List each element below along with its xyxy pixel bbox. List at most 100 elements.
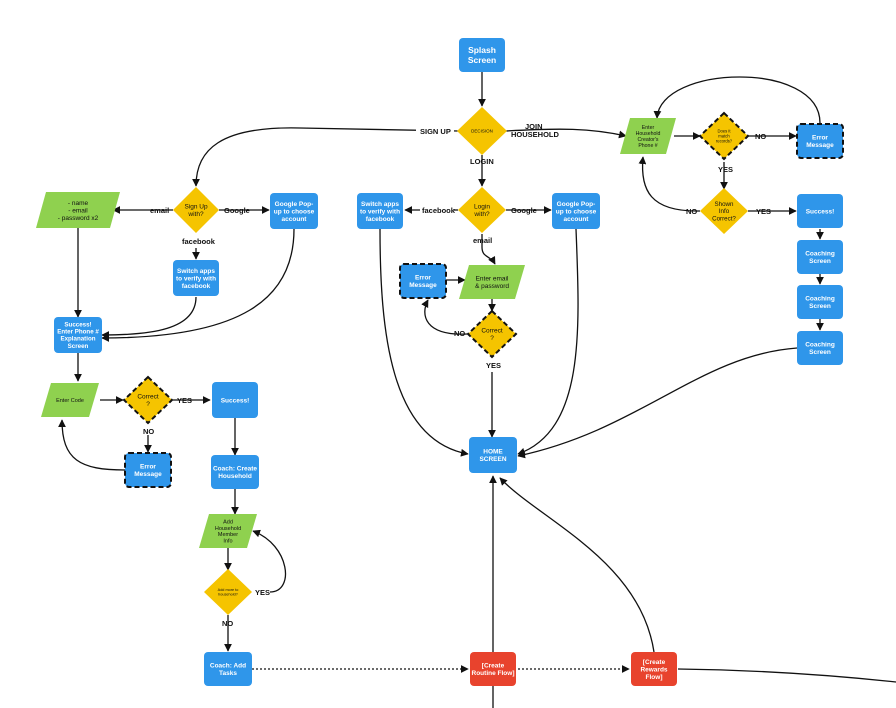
label-google-mid: Google [511, 206, 537, 215]
node-label: Creator's [638, 137, 659, 143]
node-label: Coach: Add [210, 663, 246, 670]
node-shape [357, 193, 403, 229]
node-label: Screen [809, 349, 831, 356]
node-success-left[interactable]: Success! [212, 382, 258, 418]
label-yes-mid: YES [486, 361, 501, 370]
label-login: LOGIN [470, 157, 494, 166]
node-correct-mid[interactable]: Correct? [466, 309, 518, 359]
node-label: Coach: Create [213, 466, 257, 473]
node-label: Error [415, 275, 431, 282]
node-label: [Create [482, 663, 505, 670]
node-shape [620, 118, 676, 154]
node-shape [41, 383, 99, 417]
node-label: Does it [717, 129, 731, 134]
node-name-email[interactable]: - name- email- password x2 [36, 192, 120, 228]
node-label: account [282, 216, 308, 223]
node-shape [124, 452, 172, 488]
label-household: HOUSEHOLD [511, 130, 560, 139]
node-label: Enter email [476, 276, 509, 283]
edge-shown-creator [638, 156, 701, 212]
node-shape [796, 123, 844, 159]
node-shape [204, 569, 252, 615]
node-shape [122, 375, 174, 425]
node-label: records? [716, 138, 733, 143]
label-yes-add: YES [255, 588, 270, 597]
node-label: Flow] [646, 674, 663, 681]
edge-coaching-home [517, 347, 798, 459]
node-label: Message [409, 282, 437, 289]
edge-error-code [58, 419, 126, 471]
node-label: Switch apps [361, 201, 399, 208]
node-enter-code[interactable]: Enter Code [41, 383, 99, 417]
node-label: Coaching [805, 342, 835, 349]
node-label: Rewards [640, 666, 667, 673]
node-label: Correct? [712, 215, 736, 222]
edges [58, 72, 896, 708]
node-shape [212, 382, 258, 418]
node-shape [199, 514, 257, 548]
node-label: Coaching [805, 296, 835, 303]
node-shape [270, 193, 318, 229]
node-label: Phone # [638, 143, 657, 149]
edge-rewards-offpage [677, 668, 896, 683]
node-success-right[interactable]: Success! [797, 194, 843, 228]
node-label: Switch apps [177, 268, 215, 275]
node-label: Add more to [218, 588, 239, 592]
node-label: & password [475, 283, 509, 290]
label-yes-shown: YES [756, 207, 771, 216]
node-shape [54, 317, 102, 353]
node-label: - password x2 [58, 215, 99, 222]
node-shape [173, 187, 219, 233]
node-enter-email[interactable]: Enter email& password [459, 265, 525, 299]
edge-fbmid-home [379, 228, 469, 457]
edge-googlemid-home [517, 228, 579, 456]
node-label: household? [218, 593, 238, 597]
node-label: with? [187, 211, 204, 218]
node-label: Member [218, 532, 238, 538]
node-label: Screen [68, 343, 89, 350]
node-label: Screen [468, 55, 496, 65]
node-shape [797, 331, 843, 365]
node-shape [36, 192, 120, 228]
node-label: Screen [809, 303, 831, 310]
node-label: Tasks [219, 670, 237, 677]
node-shape [459, 265, 525, 299]
edge-join [505, 128, 627, 139]
edge-more-yes [252, 529, 286, 593]
node-label: Coaching [805, 251, 835, 258]
node-label: Household [636, 131, 661, 137]
node-correct-left[interactable]: Correct? [122, 375, 174, 425]
node-label: to verify with [360, 208, 400, 215]
node-shape [552, 193, 600, 229]
node-label: Routine Flow] [472, 670, 515, 677]
node-decision-main[interactable]: DECISION [457, 107, 507, 155]
node-label: up to choose [556, 208, 597, 215]
node-label: to verify with [176, 275, 216, 282]
node-label: Error [812, 135, 828, 142]
node-label: Success! [64, 321, 91, 328]
